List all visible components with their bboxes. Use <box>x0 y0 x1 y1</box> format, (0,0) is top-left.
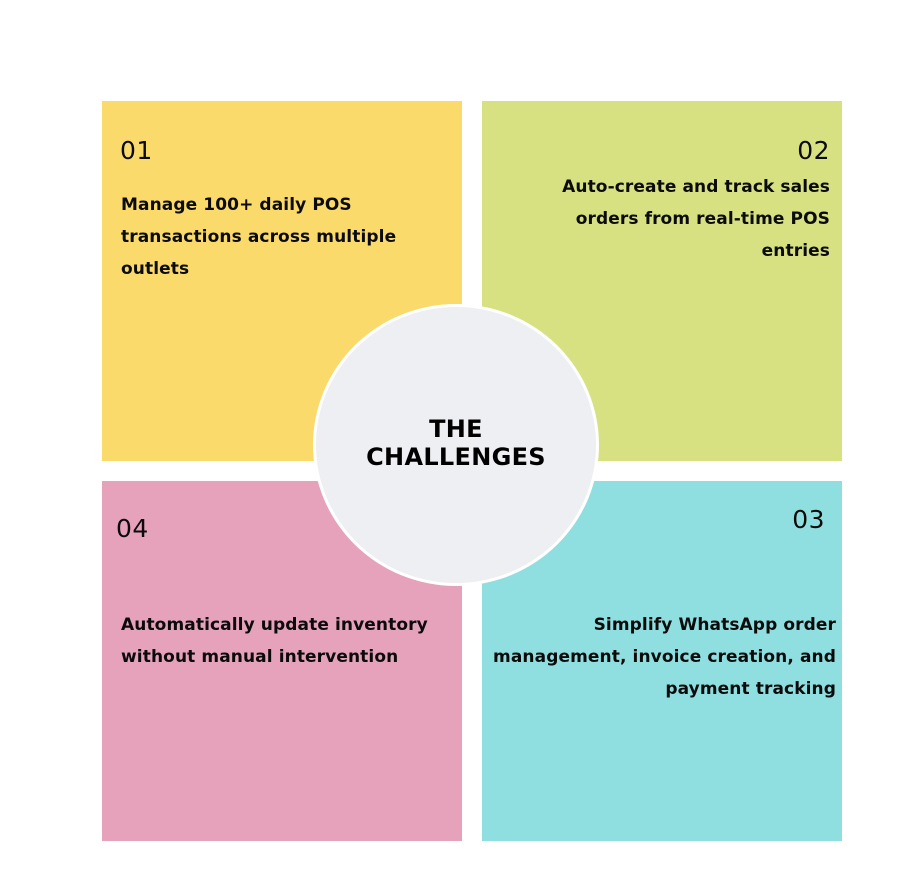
challenge-number: 02 <box>797 136 830 165</box>
challenge-number: 01 <box>120 136 153 165</box>
challenge-card-01: 01 Manage 100+ daily POS transactions ac… <box>102 101 462 461</box>
challenge-card-03: 03 Simplify WhatsApp order management, i… <box>482 481 842 841</box>
challenge-description: Automatically update inventory without m… <box>121 615 428 667</box>
challenge-number: 04 <box>116 514 149 543</box>
center-title-line1: THE <box>429 414 483 443</box>
challenge-card-04: 04 Automatically update inventory withou… <box>102 481 462 841</box>
challenge-description: Auto-create and track sales orders from … <box>562 177 830 261</box>
center-title: THE CHALLENGES <box>366 415 546 471</box>
center-title-line2: CHALLENGES <box>366 442 546 471</box>
center-circle: THE CHALLENGES <box>313 304 599 586</box>
challenge-description: Simplify WhatsApp order management, invo… <box>493 615 836 699</box>
challenge-description: Manage 100+ daily POS transactions acros… <box>121 195 397 279</box>
challenge-number: 03 <box>792 505 825 534</box>
